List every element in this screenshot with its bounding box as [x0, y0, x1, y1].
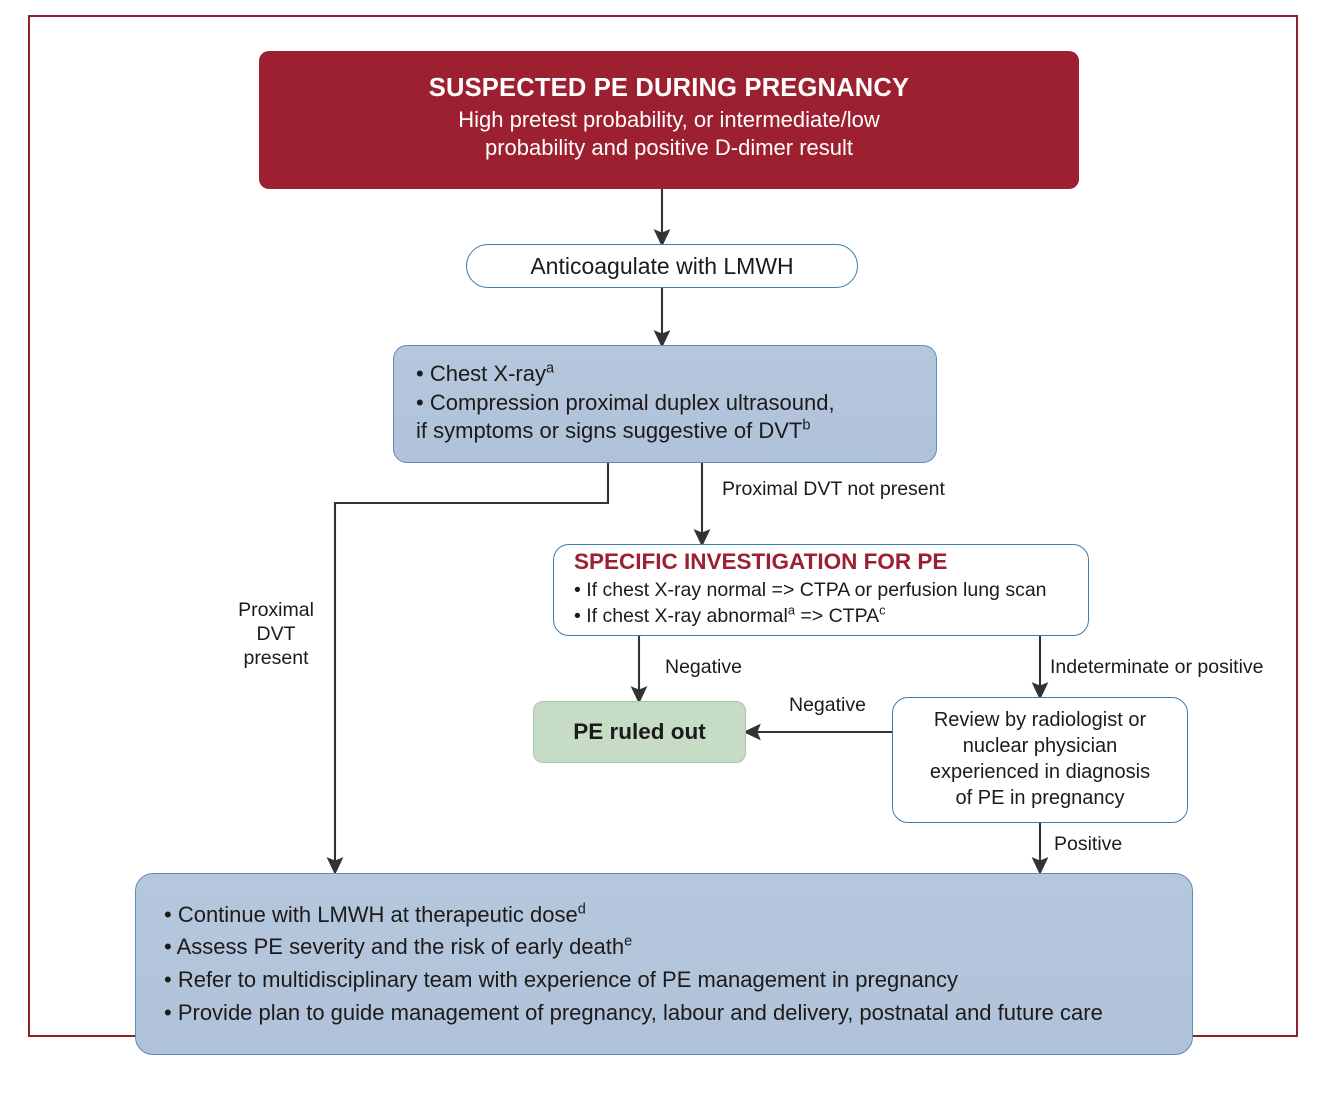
footnote-marker-b: b — [802, 417, 811, 434]
review-line-4: of PE in pregnancy — [955, 786, 1125, 809]
review-body: Review by radiologist or nuclear physici… — [930, 708, 1150, 811]
management-bullet-2: • Assess PE severity and the risk of ear… — [164, 931, 1166, 964]
specific-investigation-bullet-2-text: • If chest X-ray abnormal — [574, 605, 788, 627]
footnote-marker-a-2: a — [787, 602, 795, 618]
footnote-marker-e: e — [624, 934, 633, 951]
tests-line-2: • Compression proximal duplex ultrasound… — [416, 389, 835, 415]
header-title: SUSPECTED PE DURING PREGNANCY — [428, 73, 910, 102]
header-subtitle-line-1: High pretest probability, or intermediat… — [458, 106, 880, 132]
management-bullet-1: • Continue with LMWH at therapeutic dose… — [164, 899, 1166, 932]
edge-label-indeterminate-or-positive: Indeterminate or positive — [1050, 656, 1264, 678]
footnote-marker-c: c — [879, 602, 886, 618]
node-suspected-pe-header: SUSPECTED PE DURING PREGNANCY High prete… — [259, 51, 1079, 189]
specific-investigation-bullet-2-mid: => CTPA — [794, 605, 880, 627]
management-bullet-2-text: • Assess PE severity and the risk of ear… — [164, 934, 625, 960]
node-review-by-radiologist: Review by radiologist or nuclear physici… — [892, 697, 1188, 823]
management-bullet-4: • Provide plan to guide management of pr… — [164, 999, 1103, 1025]
edge-label-negative-from-review: Negative — [789, 694, 866, 716]
anticoagulate-label: Anticoagulate with LMWH — [530, 252, 794, 279]
node-management-plan: • Continue with LMWH at therapeutic dose… — [135, 873, 1193, 1055]
footnote-marker-a: a — [545, 360, 555, 377]
footnote-marker-d: d — [577, 901, 586, 918]
review-line-2: nuclear physician — [962, 735, 1118, 758]
header-subtitle: High pretest probability, or intermediat… — [458, 106, 879, 162]
header-subtitle-line-2: probability and positive D-dimer result — [484, 135, 854, 160]
tests-body: • Chest X-raya • Compression proximal du… — [416, 360, 918, 446]
node-initial-tests: • Chest X-raya • Compression proximal du… — [393, 345, 937, 463]
edge-label-positive: Positive — [1054, 833, 1123, 855]
tests-line-1: • Chest X-ray — [416, 361, 546, 387]
edge-label-proximal-dvt-not-present: Proximal DVT not present — [722, 478, 945, 500]
review-line-1: Review by radiologist or — [933, 709, 1147, 732]
node-anticoagulate-with-lmwh: Anticoagulate with LMWH — [466, 244, 858, 288]
specific-investigation-heading: SPECIFIC INVESTIGATION FOR PE — [574, 548, 948, 574]
tests-line-3: if symptoms or signs suggestive of DVT — [416, 418, 803, 444]
specific-investigation-bullet-1: • If chest X-ray normal => CTPA or perfu… — [574, 578, 1047, 601]
management-bullet-1-text: • Continue with LMWH at therapeutic dose — [164, 901, 578, 927]
edge-label-negative-from-specific-investigation: Negative — [665, 656, 742, 678]
specific-investigation-bullet-2: • If chest X-ray abnormala => CTPAc — [574, 603, 1074, 629]
pe-ruled-out-label: PE ruled out — [573, 719, 706, 744]
review-line-3: experienced in diagnosis — [929, 761, 1151, 783]
node-specific-investigation-for-pe: SPECIFIC INVESTIGATION FOR PE • If chest… — [553, 544, 1089, 636]
management-bullet-3: • Refer to multidisciplinary team with e… — [164, 967, 958, 992]
node-pe-ruled-out: PE ruled out — [533, 701, 746, 763]
edge-label-proximal-dvt-present: Proximal DVT present — [238, 599, 314, 670]
